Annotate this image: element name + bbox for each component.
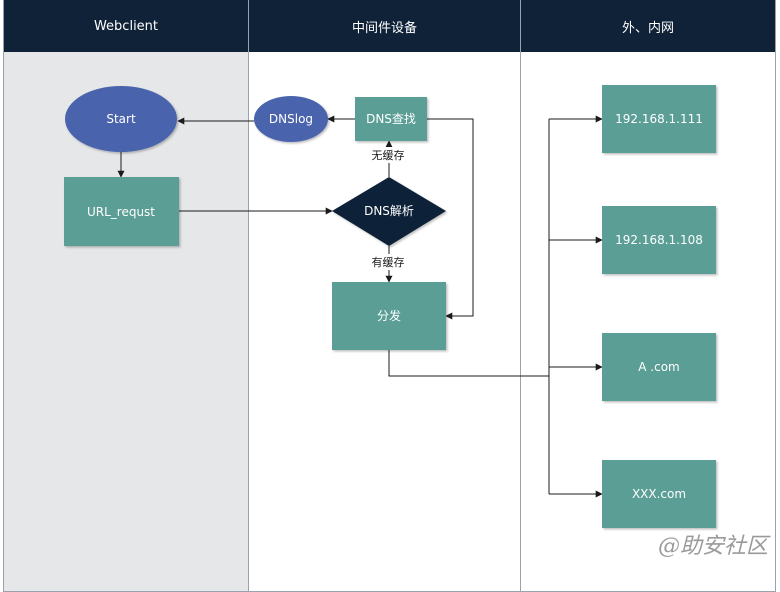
a-com-node (602, 333, 716, 401)
ip-111-label: 192.168.1.111 (615, 112, 703, 126)
dns-resolve-node (332, 177, 446, 246)
watermark: @助安社区 (658, 534, 771, 559)
label-no-cache: 无缓存 (372, 148, 405, 162)
xxx-com-node (602, 460, 716, 528)
edge-dispatch-to-trunk (388, 350, 549, 377)
ip-108-node (602, 206, 716, 274)
dispatch-label: 分发 (377, 308, 401, 323)
xxx-com-label: XXX.com (632, 487, 686, 501)
start-node (65, 86, 177, 152)
url-request-node (64, 177, 179, 246)
dnslog-label: DNSlog (269, 112, 313, 126)
edge-lookup-to-dispatch (427, 118, 474, 320)
lane-header-network: 外、内网 (521, 0, 775, 52)
label-bg-no-cache (366, 147, 410, 163)
a-com-label: A .com (638, 360, 679, 374)
ip-108-label: 192.168.1.108 (615, 233, 703, 247)
ip-111-node (602, 85, 716, 153)
url-request-label: URL_requst (87, 205, 155, 219)
lane-header-middleware: 中间件设备 (249, 0, 520, 52)
dispatch-node (332, 282, 446, 350)
dnslog-node (254, 96, 328, 142)
label-has-cache: 有缓存 (372, 255, 405, 269)
label-bg-has-cache (366, 254, 410, 270)
dns-lookup-node (355, 97, 427, 141)
lane-header-webclient: Webclient (4, 0, 248, 52)
dns-resolve-label: DNS解析 (364, 204, 414, 218)
dns-lookup-label: DNS查找 (366, 112, 416, 126)
start-label: Start (106, 112, 136, 126)
